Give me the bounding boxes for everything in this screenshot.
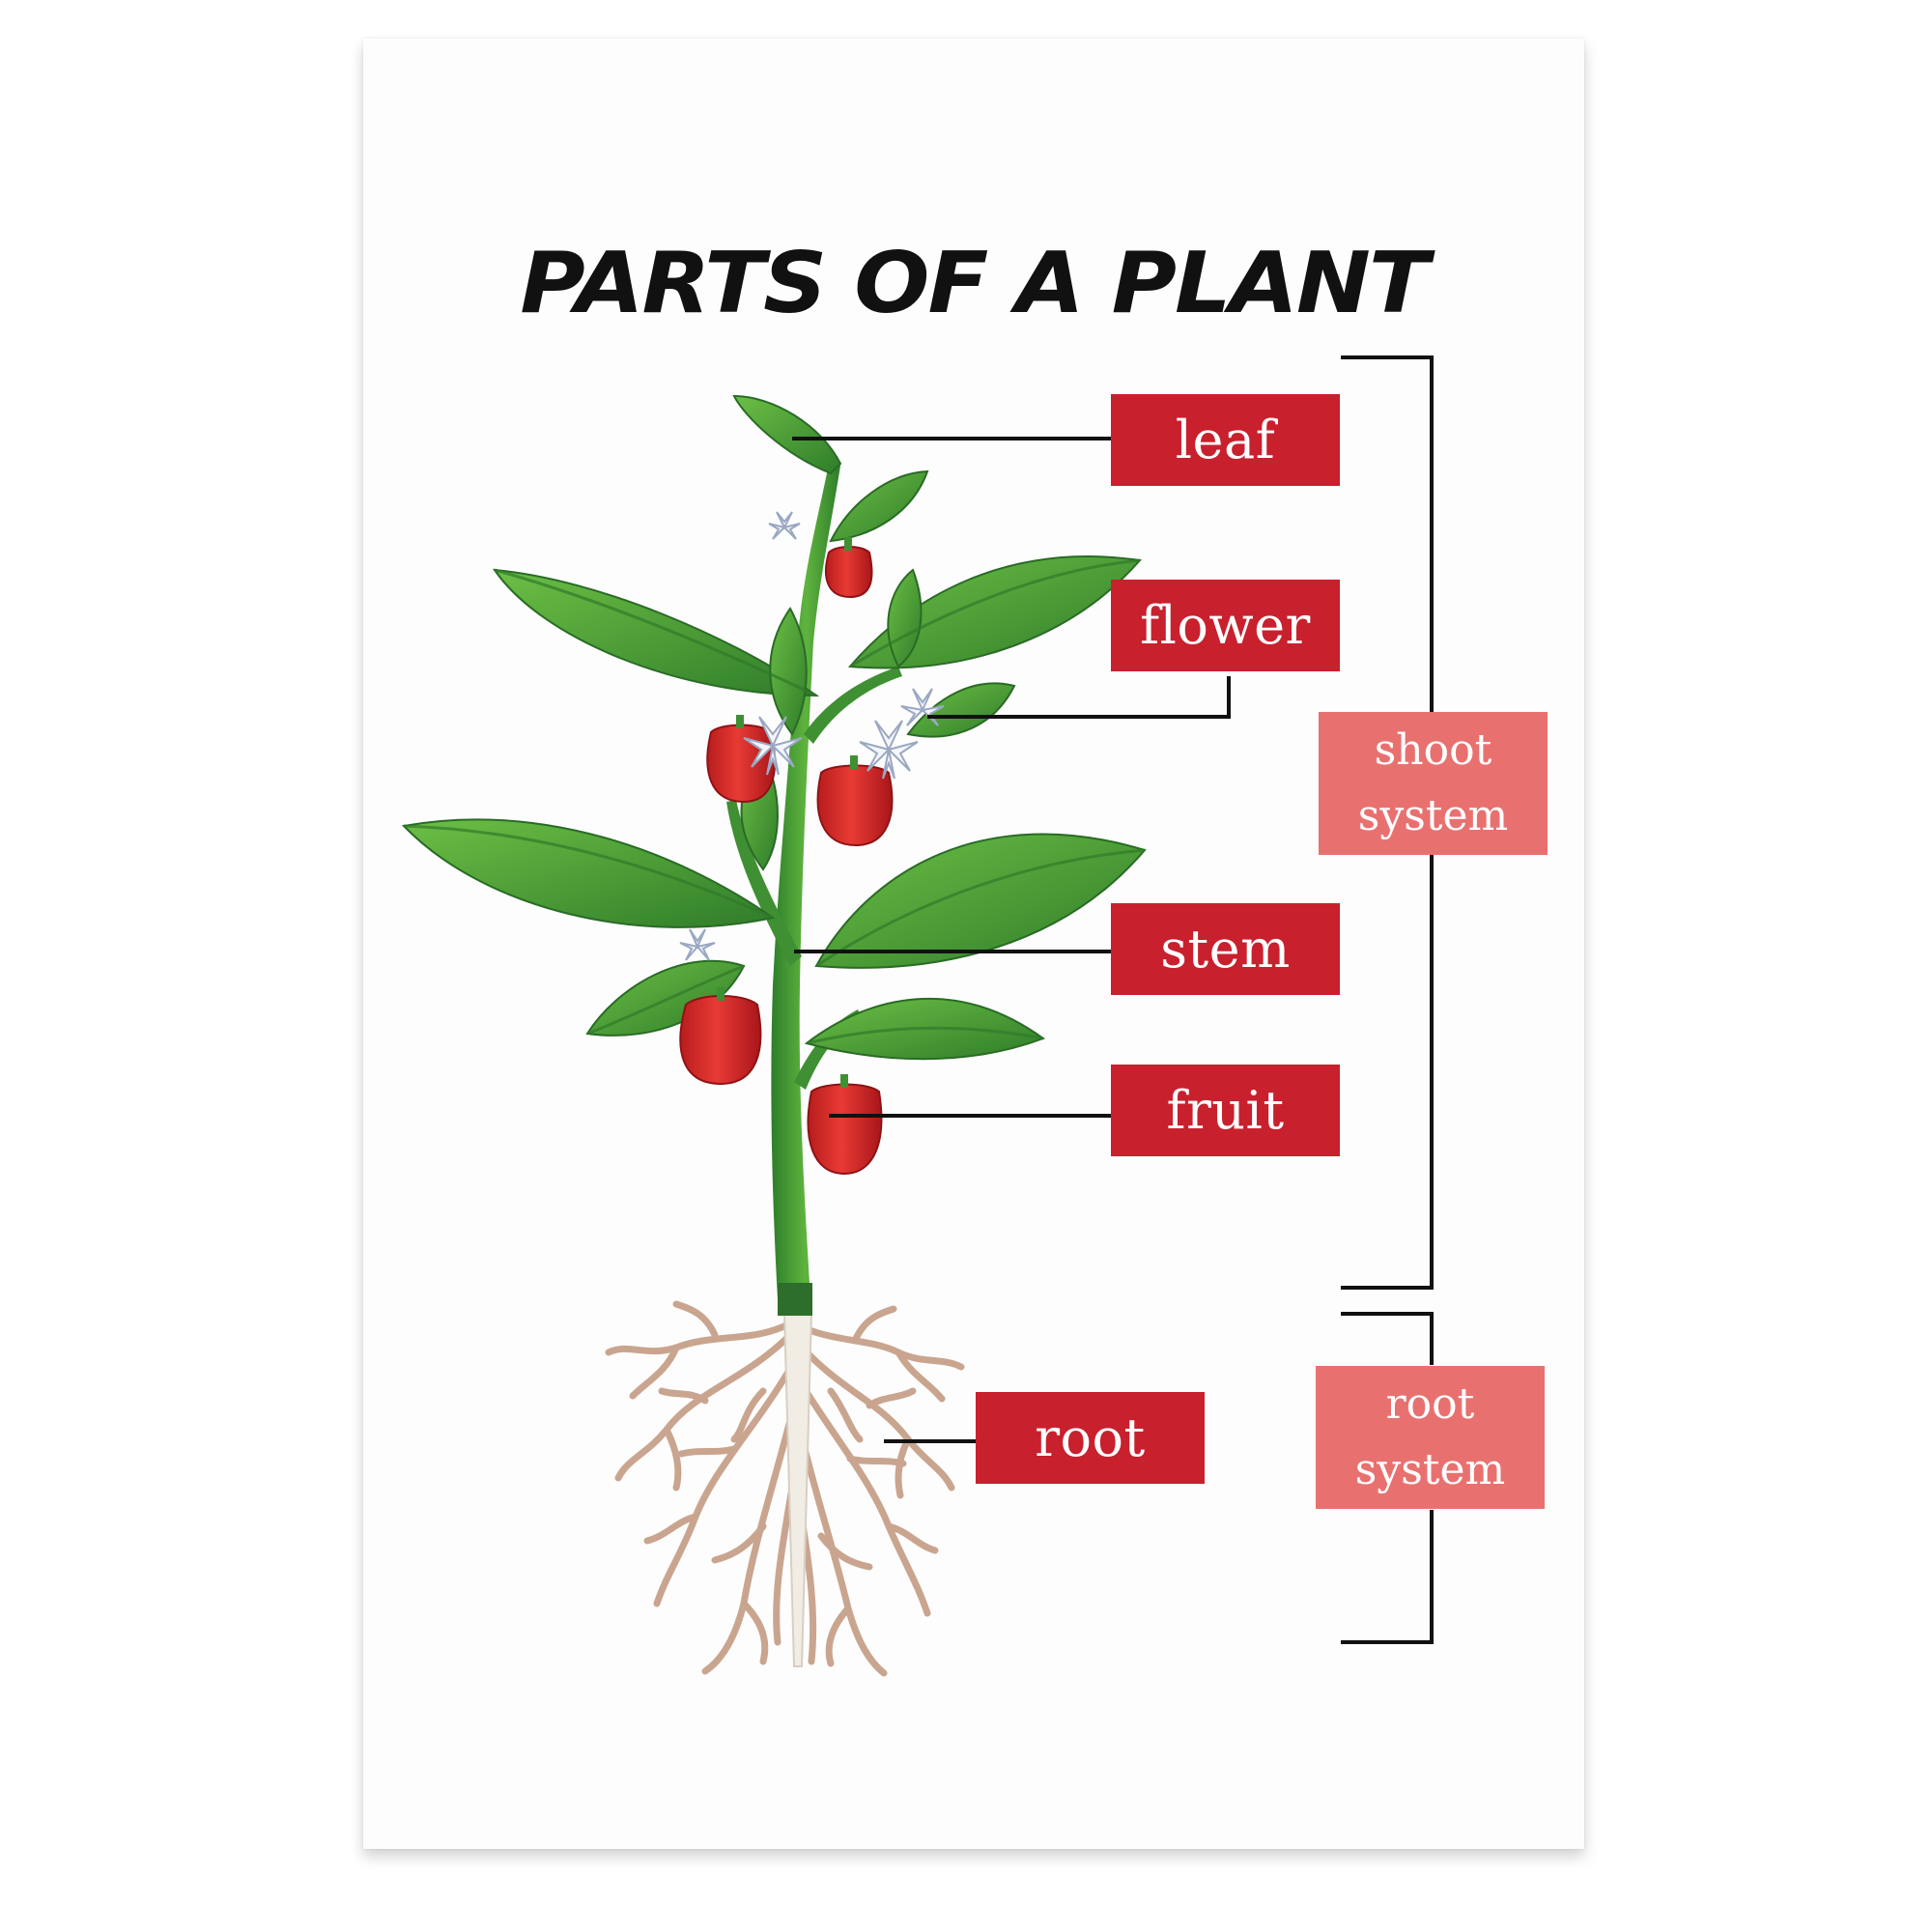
- root-label: root: [976, 1392, 1205, 1484]
- fruit-top: [825, 546, 873, 599]
- leaf-mid-left: [401, 818, 776, 928]
- fruit-upper-left: [706, 724, 777, 804]
- root-system-line-1: root: [1385, 1379, 1475, 1429]
- root-system-label: root system: [1316, 1366, 1545, 1509]
- stem-label-text: stem: [1160, 919, 1291, 980]
- fruit-lower-left: [679, 995, 762, 1086]
- fruit-label-text: fruit: [1166, 1080, 1285, 1141]
- fruit-upper-right: [816, 764, 894, 847]
- fruit-caps: [717, 537, 858, 1088]
- connector-lines: [792, 355, 1434, 1644]
- stem-label: stem: [1111, 903, 1340, 995]
- upper-branch: [804, 667, 902, 744]
- shoot-bracket: [1341, 355, 1434, 1290]
- flowers: [679, 511, 945, 961]
- main-stem: [771, 464, 840, 1316]
- leaf-small-right: [887, 568, 923, 668]
- leaves: [401, 394, 1147, 1061]
- taproot: [782, 1313, 813, 1667]
- leaf-small-mid: [769, 607, 808, 736]
- shoot-system-label: shoot system: [1319, 712, 1548, 855]
- leaf-top-right: [829, 469, 929, 543]
- leaf-upper-left: [492, 568, 820, 697]
- page-title: PARTS OF A PLANT: [520, 234, 1429, 333]
- leaf-label: leaf: [1111, 394, 1340, 486]
- root-bracket: [1341, 1312, 1434, 1644]
- root-label-text: root: [1035, 1407, 1146, 1468]
- shoot-system-line-1: shoot: [1374, 725, 1492, 775]
- shoot-system-line-2: system: [1357, 791, 1509, 840]
- fruit-label: fruit: [1111, 1065, 1340, 1156]
- side-branch-left: [726, 800, 802, 966]
- flower-label: flower: [1111, 580, 1340, 671]
- stem-base: [778, 1283, 812, 1316]
- leaf-mid-right: [814, 833, 1147, 969]
- flower-connector: [927, 676, 1231, 719]
- leaf-top: [732, 394, 842, 475]
- flower-label-text: flower: [1140, 595, 1311, 656]
- fruit-lower-right: [807, 1083, 883, 1176]
- root-system-line-2: system: [1354, 1445, 1506, 1494]
- leaf-veins: [403, 558, 1146, 1045]
- leaf-label-text: leaf: [1175, 410, 1276, 470]
- root-network: [605, 1300, 965, 1677]
- fruits: [679, 546, 894, 1176]
